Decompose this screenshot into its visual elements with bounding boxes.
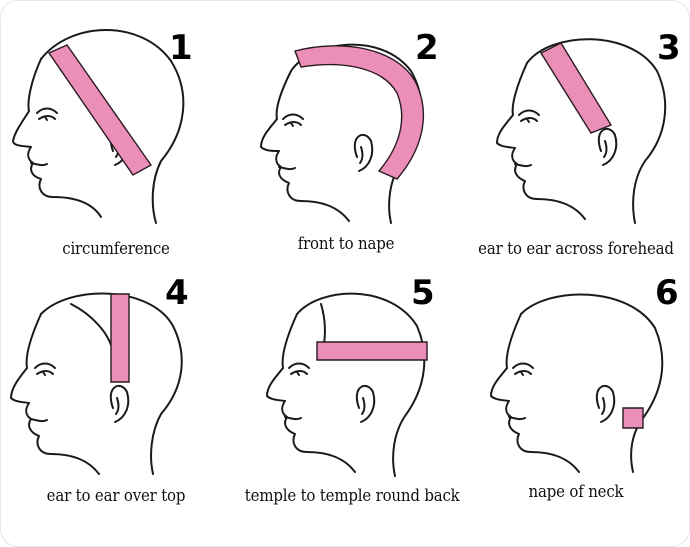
step-number-6: 6 [655, 273, 679, 313]
tape-measure-5 [316, 341, 428, 361]
caption-circumference: circumference [62, 239, 170, 259]
tape-band [622, 407, 644, 429]
panel-3: 3 ear to ear across forehead [461, 1, 690, 274]
tape-band [316, 341, 428, 361]
panel-6: 6 nape of neck [461, 274, 690, 547]
caption-ear-to-ear-over-top: ear to ear over top [46, 486, 186, 506]
head-illustration-5 [266, 292, 428, 477]
tape-measure-4 [110, 293, 130, 383]
head-illustration-3 [496, 38, 667, 224]
head-outline [10, 292, 183, 475]
head-outline [266, 292, 426, 477]
tape-measure-6 [622, 407, 644, 429]
step-number-3: 3 [657, 28, 681, 68]
tape-measure-2 [294, 45, 425, 180]
panel-2: 2 front to nape [231, 1, 461, 274]
panel-1: 1 circumference [1, 1, 231, 274]
step-number-5: 5 [411, 273, 435, 313]
step-number-2: 2 [415, 28, 439, 68]
head-illustration-6 [490, 293, 664, 473]
step-number-4: 4 [165, 273, 189, 313]
caption-nape-of-neck: nape of neck [528, 482, 624, 502]
tape-band [47, 44, 153, 176]
tape-measure-1 [47, 44, 153, 176]
tape-band [110, 293, 130, 383]
head-illustration-1 [12, 29, 185, 224]
tape-band [294, 45, 425, 180]
caption-temple-to-temple-round-back: temple to temple round back [244, 486, 460, 506]
caption-front-to-nape: front to nape [297, 234, 395, 254]
tape-measure-3 [539, 42, 613, 134]
head-outline [12, 29, 185, 224]
caption-ear-to-ear-across-forehead: ear to ear across forehead [478, 239, 674, 259]
panel-5: 5 temple to temple round back [231, 274, 461, 547]
head-outline [490, 293, 664, 473]
head-illustration-4 [10, 292, 183, 475]
step-number-1: 1 [169, 28, 193, 68]
head-outline [496, 38, 667, 224]
head-illustration-2 [260, 43, 425, 224]
tape-band [539, 42, 613, 134]
panel-4: 4 ear to ear over top [1, 274, 231, 547]
